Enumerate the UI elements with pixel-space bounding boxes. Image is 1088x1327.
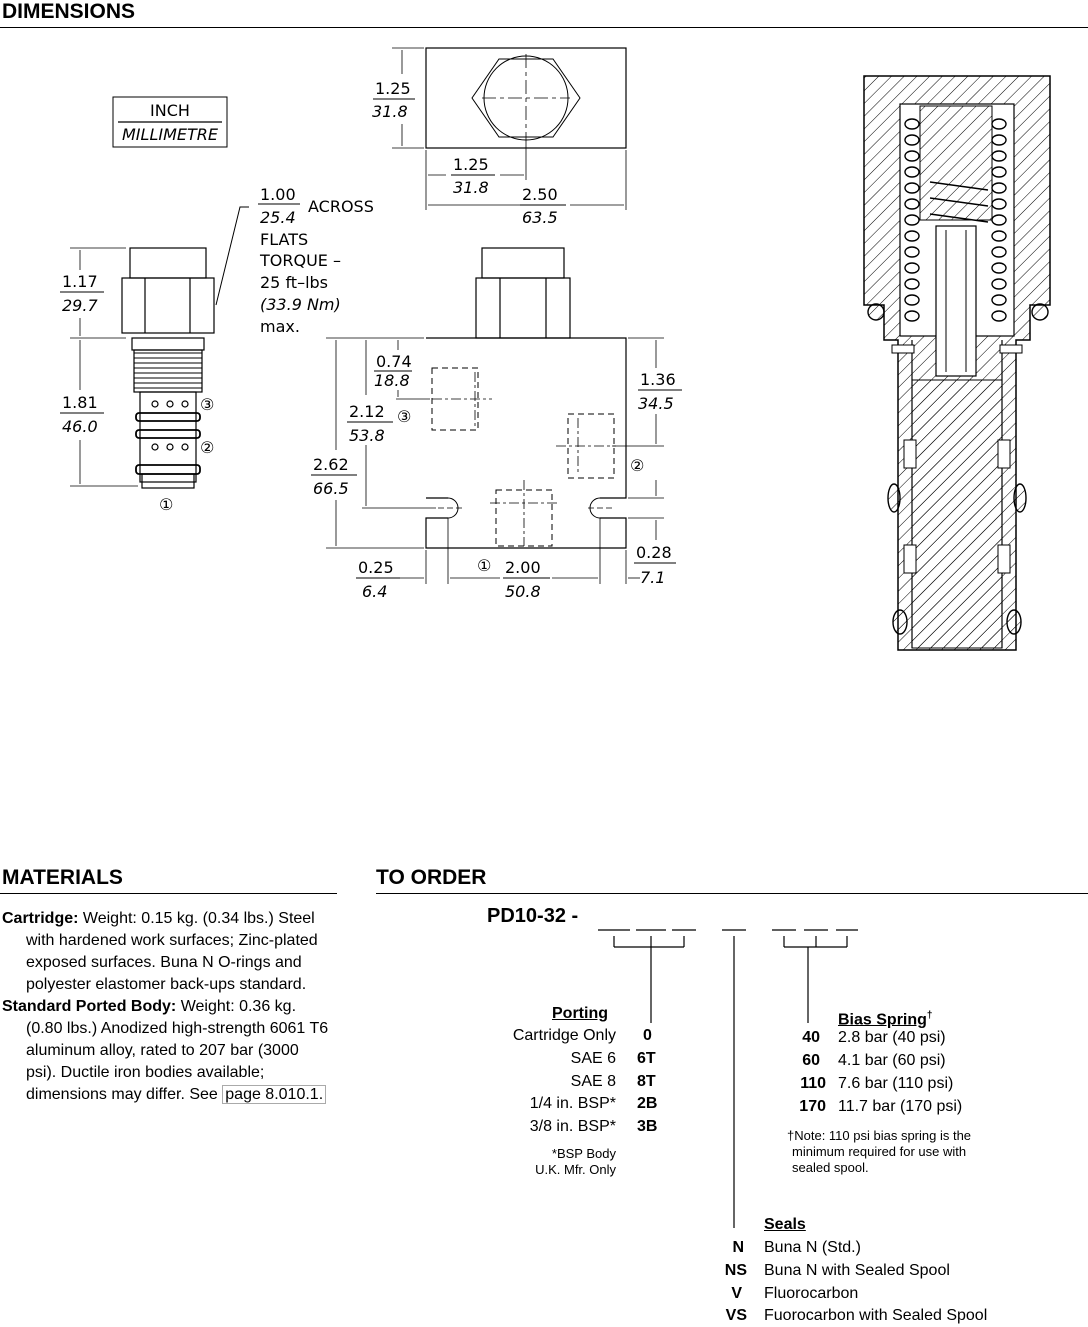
- porting-label-1: SAE 6: [570, 1050, 616, 1067]
- port3-height-mm: 53.8: [349, 426, 385, 445]
- port3-offset-mm: 18.8: [374, 371, 410, 390]
- materials-section: Cartridge: Weight: 0.15 kg. (0.34 lbs.) …: [2, 908, 332, 1106]
- order-heading: TO ORDER: [376, 866, 487, 889]
- cartridge-note-line-5: max.: [260, 317, 300, 336]
- port3-offset-inch: 0.74: [376, 352, 412, 371]
- seals-label-2: Fluorocarbon: [764, 1285, 859, 1302]
- seals-code-0: N: [732, 1239, 744, 1256]
- seals-code-1: NS: [724, 1262, 747, 1279]
- seals-label-3: Fuorocarbon with Sealed Spool: [764, 1307, 988, 1324]
- cartridge-port-2: ②: [200, 438, 214, 457]
- unit-legend: INCH MILLIMETRE: [112, 96, 228, 148]
- body-label: Standard Ported Body:: [2, 998, 177, 1015]
- bias-label-3: 11.7 bar (170 psi): [838, 1098, 963, 1115]
- seals-label-1: Buna N with Sealed Spool: [764, 1262, 950, 1279]
- seals-title: Seals: [764, 1216, 806, 1233]
- left-edge-inch: 0.25: [358, 558, 394, 577]
- cartridge-label: Cartridge:: [2, 910, 79, 927]
- porting-code-4: 3B: [637, 1118, 658, 1135]
- porting-code-1: 6T: [637, 1050, 656, 1067]
- seals-label-0: Buna N (Std.): [764, 1239, 861, 1256]
- bias-label-0: 2.8 bar (40 psi): [838, 1029, 946, 1046]
- cartridge-note-line-2: TORQUE –: [259, 251, 341, 270]
- materials-rule: [0, 893, 337, 894]
- port2-offset-mm: 34.5: [638, 394, 674, 413]
- right-edge-mm: 7.1: [640, 568, 665, 587]
- bias-code-2: 110: [800, 1075, 826, 1092]
- bias-label-2: 7.6 bar (110 psi): [838, 1075, 954, 1092]
- body-front-view: [326, 247, 664, 584]
- hex-height-inch: 1.17: [62, 272, 98, 291]
- model-code: PD10-32 -: [487, 905, 579, 927]
- bias-note-3: sealed spool.: [792, 1160, 869, 1175]
- bias-spring-title: Bias Spring: [838, 1011, 927, 1029]
- hole-spacing-mm: 50.8: [505, 582, 541, 601]
- right-edge-inch: 0.28: [636, 543, 672, 562]
- porting-code-2: 8T: [637, 1073, 656, 1090]
- legend-mm: MILLIMETRE: [122, 125, 219, 144]
- dimensions-rule: [0, 27, 1088, 28]
- port3-height-inch: 2.12: [349, 402, 385, 421]
- porting-code-3: 2B: [637, 1095, 658, 1112]
- overall-height-mm: 66.5: [313, 479, 349, 498]
- top-center-mm: 31.8: [453, 178, 489, 197]
- materials-body: Standard Ported Body: Weight: 0.36 kg. (…: [2, 996, 332, 1106]
- top-width-inch: 2.50: [522, 185, 558, 204]
- porting-label-3: 1/4 in. BSP*: [529, 1095, 616, 1112]
- top-width-mm: 63.5: [522, 208, 558, 227]
- top-height-mm: 31.8: [372, 102, 408, 121]
- dimension-drawing: INCH MILLIMETRE 1.00: [60, 47, 1051, 651]
- body-length-inch: 1.81: [62, 393, 98, 412]
- flats-inch: 1.00: [260, 185, 296, 204]
- cartridge-port-3: ③: [200, 395, 214, 414]
- dimensions-heading: DIMENSIONS: [2, 0, 136, 23]
- body-port-3: ③: [397, 407, 411, 426]
- bias-note-1: †Note: 110 psi bias spring is the: [787, 1128, 972, 1143]
- bias-code-1: 60: [802, 1052, 820, 1069]
- body-top-view: [392, 47, 627, 210]
- body-text: Weight: 0.36 kg. (0.80 lbs.) Anodized hi…: [26, 998, 329, 1103]
- seals-code-3: VS: [725, 1307, 747, 1324]
- legend-inch: INCH: [150, 101, 190, 120]
- hole-spacing-inch: 2.00: [505, 558, 541, 577]
- body-length-mm: 46.0: [62, 417, 98, 436]
- bias-spring-title-wrap: Bias Spring†: [838, 1004, 932, 1031]
- cartridge-view: [70, 206, 249, 489]
- bias-spring-mark: †: [926, 1010, 933, 1021]
- materials-cartridge: Cartridge: Weight: 0.15 kg. (0.34 lbs.) …: [2, 908, 332, 996]
- cartridge-note-line-1: FLATS: [260, 230, 308, 249]
- bias-code-3: 170: [799, 1098, 826, 1115]
- body-port-1: ①: [477, 556, 491, 575]
- left-edge-mm: 6.4: [362, 582, 387, 601]
- top-center-inch: 1.25: [453, 155, 489, 174]
- porting-label-2: SAE 8: [570, 1073, 616, 1090]
- top-height-inch: 1.25: [375, 79, 411, 98]
- cartridge-text: Weight: 0.15 kg. (0.34 lbs.) Steel with …: [26, 910, 318, 993]
- seals-code-2: V: [731, 1285, 742, 1302]
- flats-mm: 25.4: [260, 208, 296, 227]
- porting-note-2: U.K. Mfr. Only: [535, 1162, 616, 1177]
- porting-code-0: 0: [643, 1027, 652, 1044]
- porting-title: Porting: [552, 1005, 608, 1022]
- hex-height-mm: 29.7: [62, 296, 98, 315]
- porting-note-1: *BSP Body: [551, 1146, 616, 1161]
- flats-word: ACROSS: [308, 197, 374, 216]
- cartridge-note-line-4: (33.9 Nm): [260, 295, 341, 314]
- bias-label-1: 4.1 bar (60 psi): [838, 1052, 946, 1069]
- cartridge-note-line-3: 25 ft–lbs: [260, 273, 328, 292]
- bias-note-2: minimum required for use with: [792, 1144, 967, 1159]
- cross-section-view: [863, 75, 1051, 651]
- porting-label-4: 3/8 in. BSP*: [529, 1118, 616, 1135]
- overall-height-inch: 2.62: [313, 455, 349, 474]
- materials-heading: MATERIALS: [2, 866, 123, 889]
- porting-label-0: Cartridge Only: [512, 1027, 616, 1044]
- port2-offset-inch: 1.36: [640, 370, 676, 389]
- order-rule: [376, 893, 1088, 894]
- bias-code-0: 40: [802, 1029, 820, 1046]
- cartridge-port-1: ①: [159, 495, 173, 514]
- body-port-2: ②: [630, 456, 644, 475]
- page-reference-link[interactable]: page 8.010.1.: [222, 1085, 327, 1104]
